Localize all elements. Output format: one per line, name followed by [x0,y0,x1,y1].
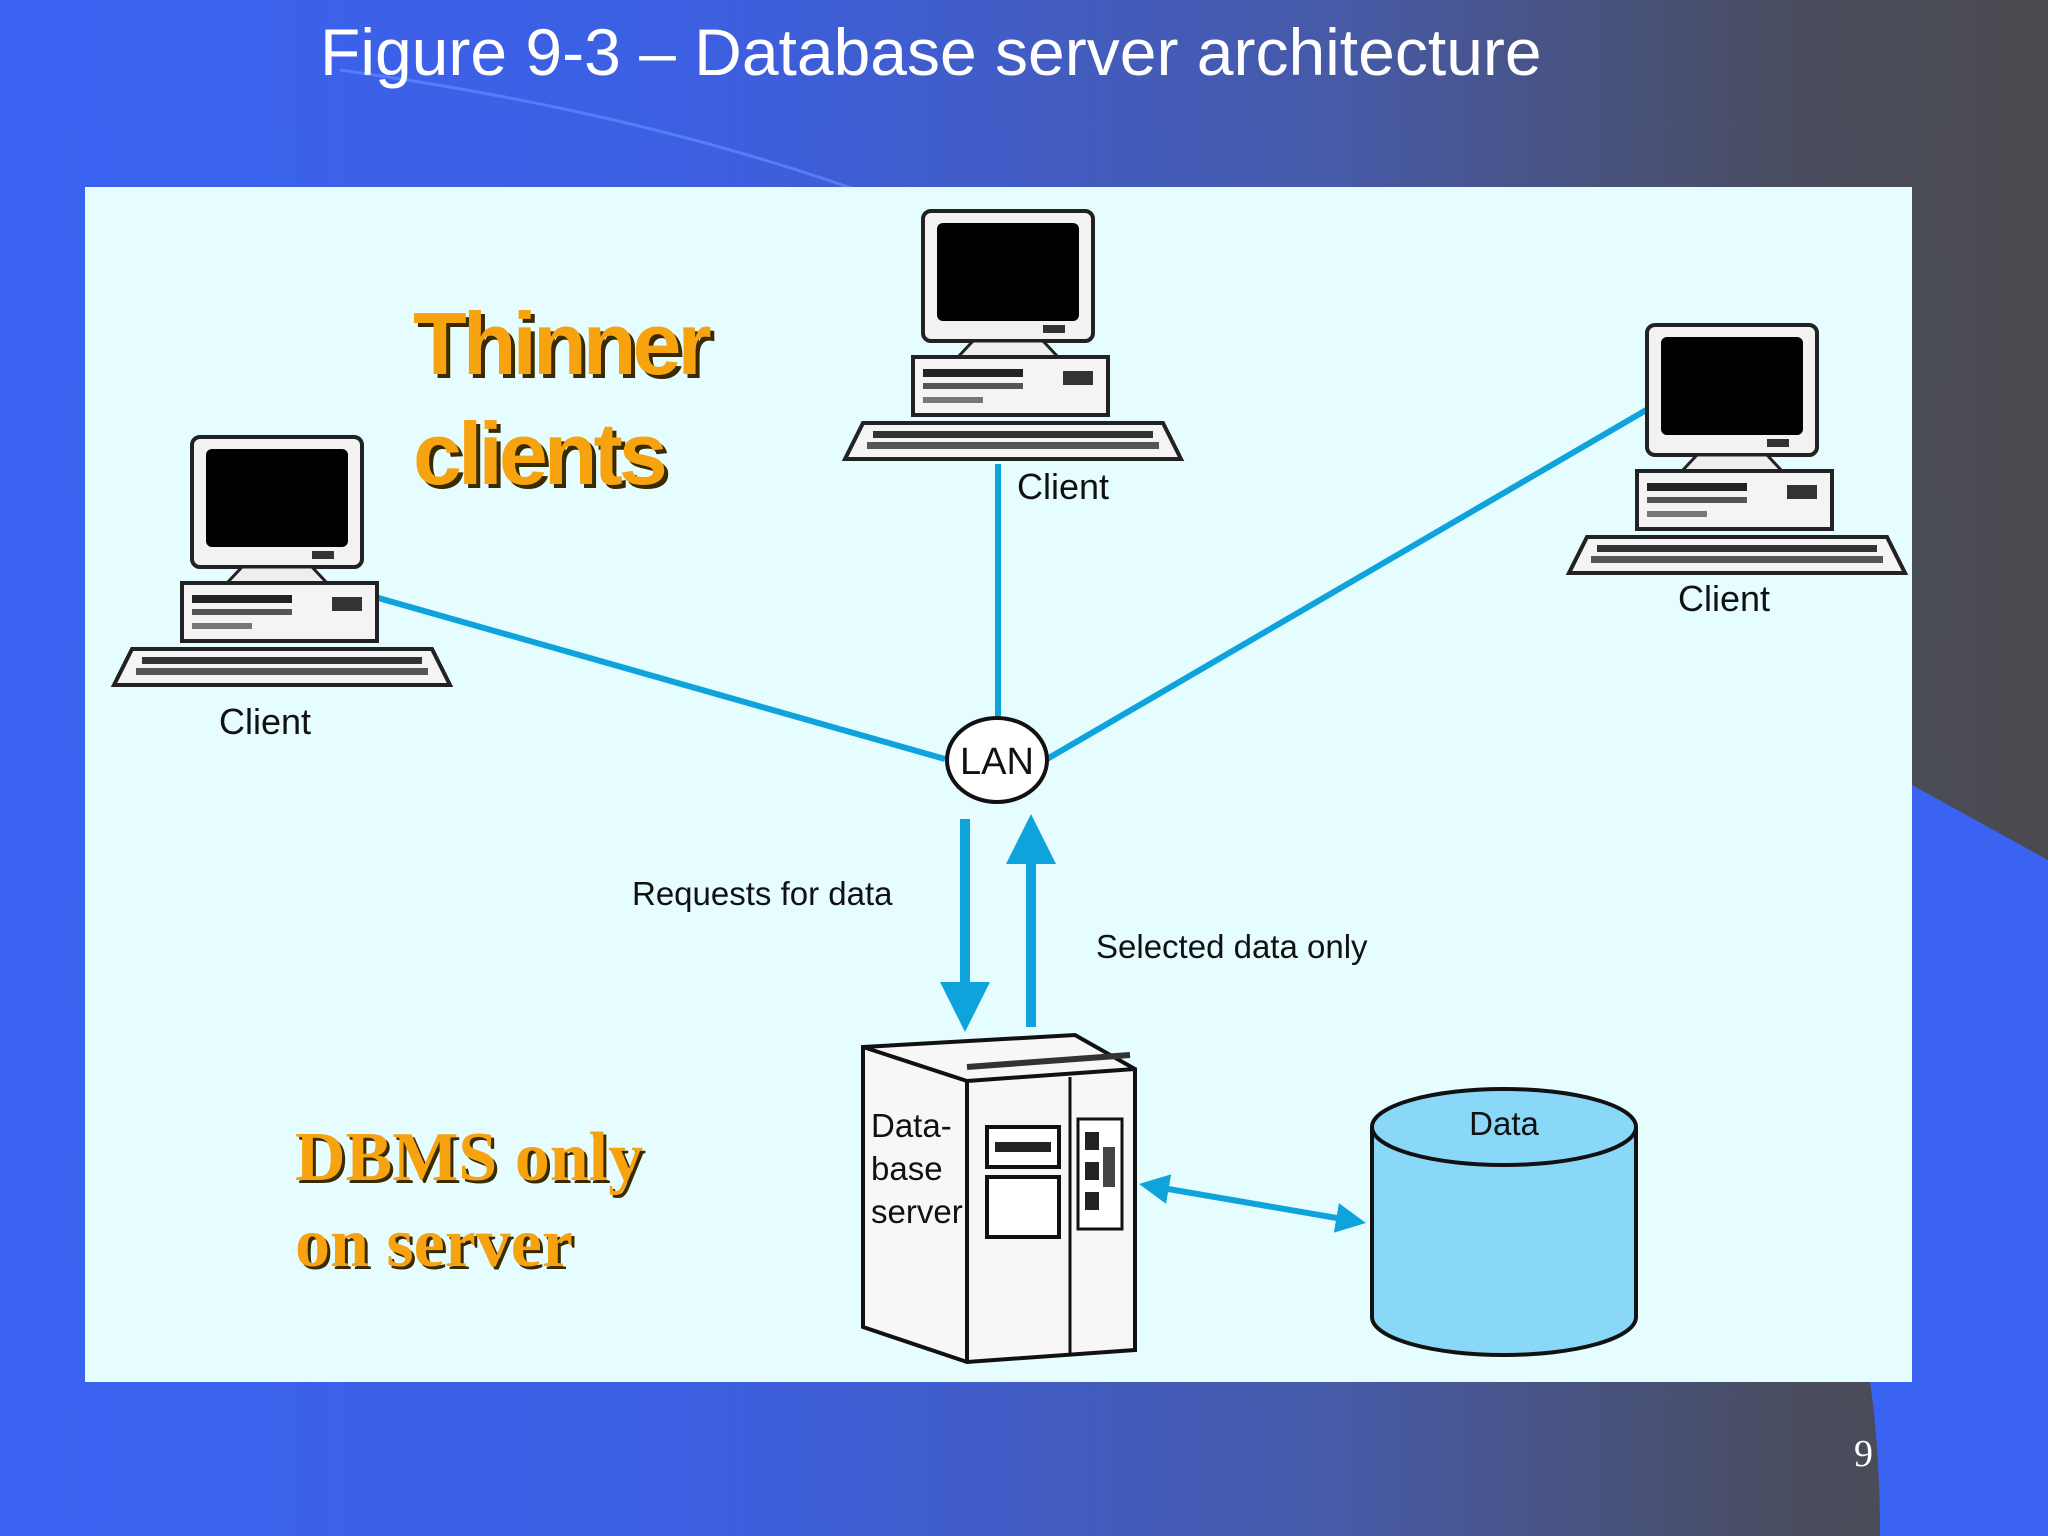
client-left-label: Client [219,701,311,742]
thinner-clients-line2: clients [413,404,668,503]
diagram-panel: Client Client Client LAN Requests for da… [85,187,1912,1382]
page-number: 9 [1854,1433,1873,1475]
dbms-on-server-line2: on server [295,1205,573,1282]
client-right-label: Client [1678,578,1770,619]
database-server-icon [861,1032,1137,1365]
server-label-line2: base [871,1150,943,1187]
client-computer-top [843,209,1183,461]
link-left-client [374,594,946,762]
server-data-link [1139,1174,1366,1233]
slide-title: Figure 9-3 – Database server architectur… [320,15,1542,89]
lan-label: LAN [960,741,1034,783]
dbms-on-server-line1: DBMS only [295,1119,644,1196]
server-label-line1: Data- [871,1107,952,1144]
selected-data-label: Selected data only [1096,928,1368,965]
data-cylinder-icon [1370,1087,1638,1357]
thinner-clients-line1: Thinner [413,294,712,393]
client-computer-left [112,435,452,687]
architecture-diagram: Client Client Client LAN Requests for da… [112,209,1907,1365]
server-label-line3: server [871,1193,963,1230]
link-right-client [1045,406,1650,762]
thinner-clients-callout: Thinner clients [413,289,712,509]
client-computer-right [1567,323,1907,575]
requests-label: Requests for data [632,875,893,912]
client-top-label: Client [1017,466,1109,507]
data-label: Data [1469,1105,1539,1142]
lan-node [945,716,1049,804]
dbms-on-server-callout: DBMS only on server [295,1115,643,1287]
